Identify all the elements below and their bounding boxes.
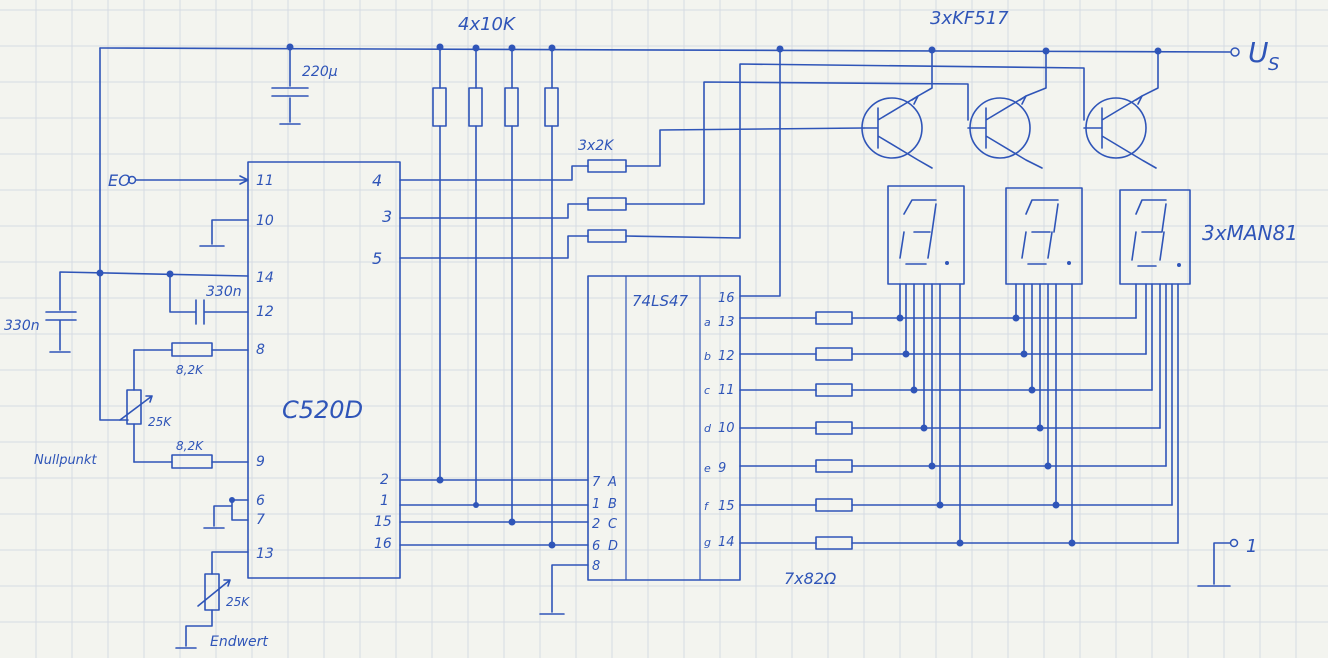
ls47-pin-16: 16: [718, 291, 735, 306]
ls47-pin-2: 2: [592, 517, 600, 532]
transistor-3: [1083, 50, 1159, 169]
c520d-pin-12: 12: [256, 304, 274, 320]
ground-right: [1197, 538, 1239, 587]
pot-25k-top-label: 25K: [148, 415, 172, 429]
ls47-out-b: b: [704, 350, 711, 363]
pin6-7-ground: [203, 497, 249, 529]
ls47-pin-6: 6: [592, 539, 600, 554]
ls47-out-g: g: [704, 536, 711, 549]
c520d-pin-16: 16: [374, 536, 392, 552]
endwert-label: Endwert: [210, 634, 268, 650]
transistor-1: [861, 49, 933, 169]
ls47-pin-15: 15: [718, 499, 735, 514]
c520d-pin-15: 15: [374, 514, 392, 530]
c520d-pin-4: 4: [372, 171, 382, 190]
c520d-label: C520D: [282, 396, 363, 424]
cap-330-left-label: 330n: [4, 318, 40, 334]
ls47-pin-8: 8: [592, 559, 600, 574]
ls47-pin-1: 1: [592, 497, 600, 512]
supply-subscript: S: [1268, 54, 1279, 75]
bcd-lines: [399, 476, 589, 615]
eo-input: [127, 175, 249, 185]
pullup-label: 4x10K: [458, 14, 516, 35]
ls47-pin-12: 12: [718, 349, 735, 364]
res-base-label: 3x2K: [578, 138, 615, 154]
ls47-out-a: a: [704, 316, 711, 329]
capacitor-330n-pin12: [169, 273, 249, 325]
transistor-label: 3xKF517: [930, 8, 1009, 29]
c520d-pin-2: 2: [380, 472, 389, 488]
ls47-pin-c-input: C: [608, 517, 618, 532]
c520d-pin-5: 5: [372, 249, 382, 268]
ls47-label: 74LS47: [632, 292, 689, 310]
ground-pin10: [199, 219, 249, 247]
c520d-pin-7: 7: [256, 512, 265, 528]
c520d-pin-13: 13: [256, 546, 274, 562]
eo-label: EO: [108, 171, 131, 190]
res-82k-top-label: 8,2K: [176, 363, 204, 377]
c520d-pin-14: 14: [256, 270, 274, 286]
ls47-out-e: e: [704, 462, 711, 475]
ls47-out-d: d: [704, 422, 712, 435]
ls47-pin-13: 13: [718, 315, 735, 330]
digit-select-lines: [399, 63, 1085, 259]
c520d-pin-3: 3: [382, 207, 392, 226]
supply-label: U: [1248, 36, 1269, 69]
res-82k-bot-label: 8,2K: [176, 439, 204, 453]
ls47-pin-11: 11: [718, 383, 735, 398]
ls47-pin-9: 9: [718, 461, 726, 476]
display-2: [1005, 187, 1083, 285]
c520d-pin-8: 8: [256, 342, 265, 358]
endwert-network: [175, 551, 249, 649]
cap-330-mid-label: 330n: [206, 284, 242, 300]
transistor-2: [967, 50, 1047, 169]
capacitor-220u: [271, 47, 309, 125]
ls47-pin-7: 7: [592, 475, 601, 490]
nullpunkt-network: [119, 342, 249, 469]
display-3: [1119, 189, 1191, 285]
nullpunkt-label: Nullpunkt: [34, 453, 97, 468]
ls47-pin-d-input: D: [608, 539, 618, 554]
pin14-network: [45, 269, 249, 353]
pot-25k-bot-label: 25K: [226, 595, 250, 609]
c520d-pin-6: 6: [256, 493, 265, 509]
supply-rail: [99, 43, 1240, 421]
ls47-out-c: c: [704, 384, 710, 397]
c520d-pin-1: 1: [380, 493, 389, 509]
ls47-vcc-wire: [739, 48, 781, 297]
ls47-pin-a-input: A: [607, 475, 617, 490]
pullup-resistors: [432, 47, 559, 546]
ground-label: 1: [1246, 536, 1257, 557]
c520d-pin-9: 9: [256, 454, 265, 470]
c520d-pin-10: 10: [256, 213, 274, 229]
ls47-pin-14: 14: [718, 535, 735, 550]
ls47-out-f: f: [704, 500, 710, 513]
c520d-pin-11: 11: [256, 173, 274, 189]
ic-c520d: [247, 161, 401, 579]
ls47-pin-10: 10: [718, 421, 735, 436]
res-seg-label: 7x82Ω: [784, 569, 837, 588]
ls47-pin-b-input: B: [608, 497, 617, 512]
displays-label: 3xMAN81: [1202, 221, 1298, 245]
segment-bus: [739, 283, 1179, 550]
display-1: [887, 185, 965, 285]
cap-220-label: 220μ: [302, 64, 338, 80]
